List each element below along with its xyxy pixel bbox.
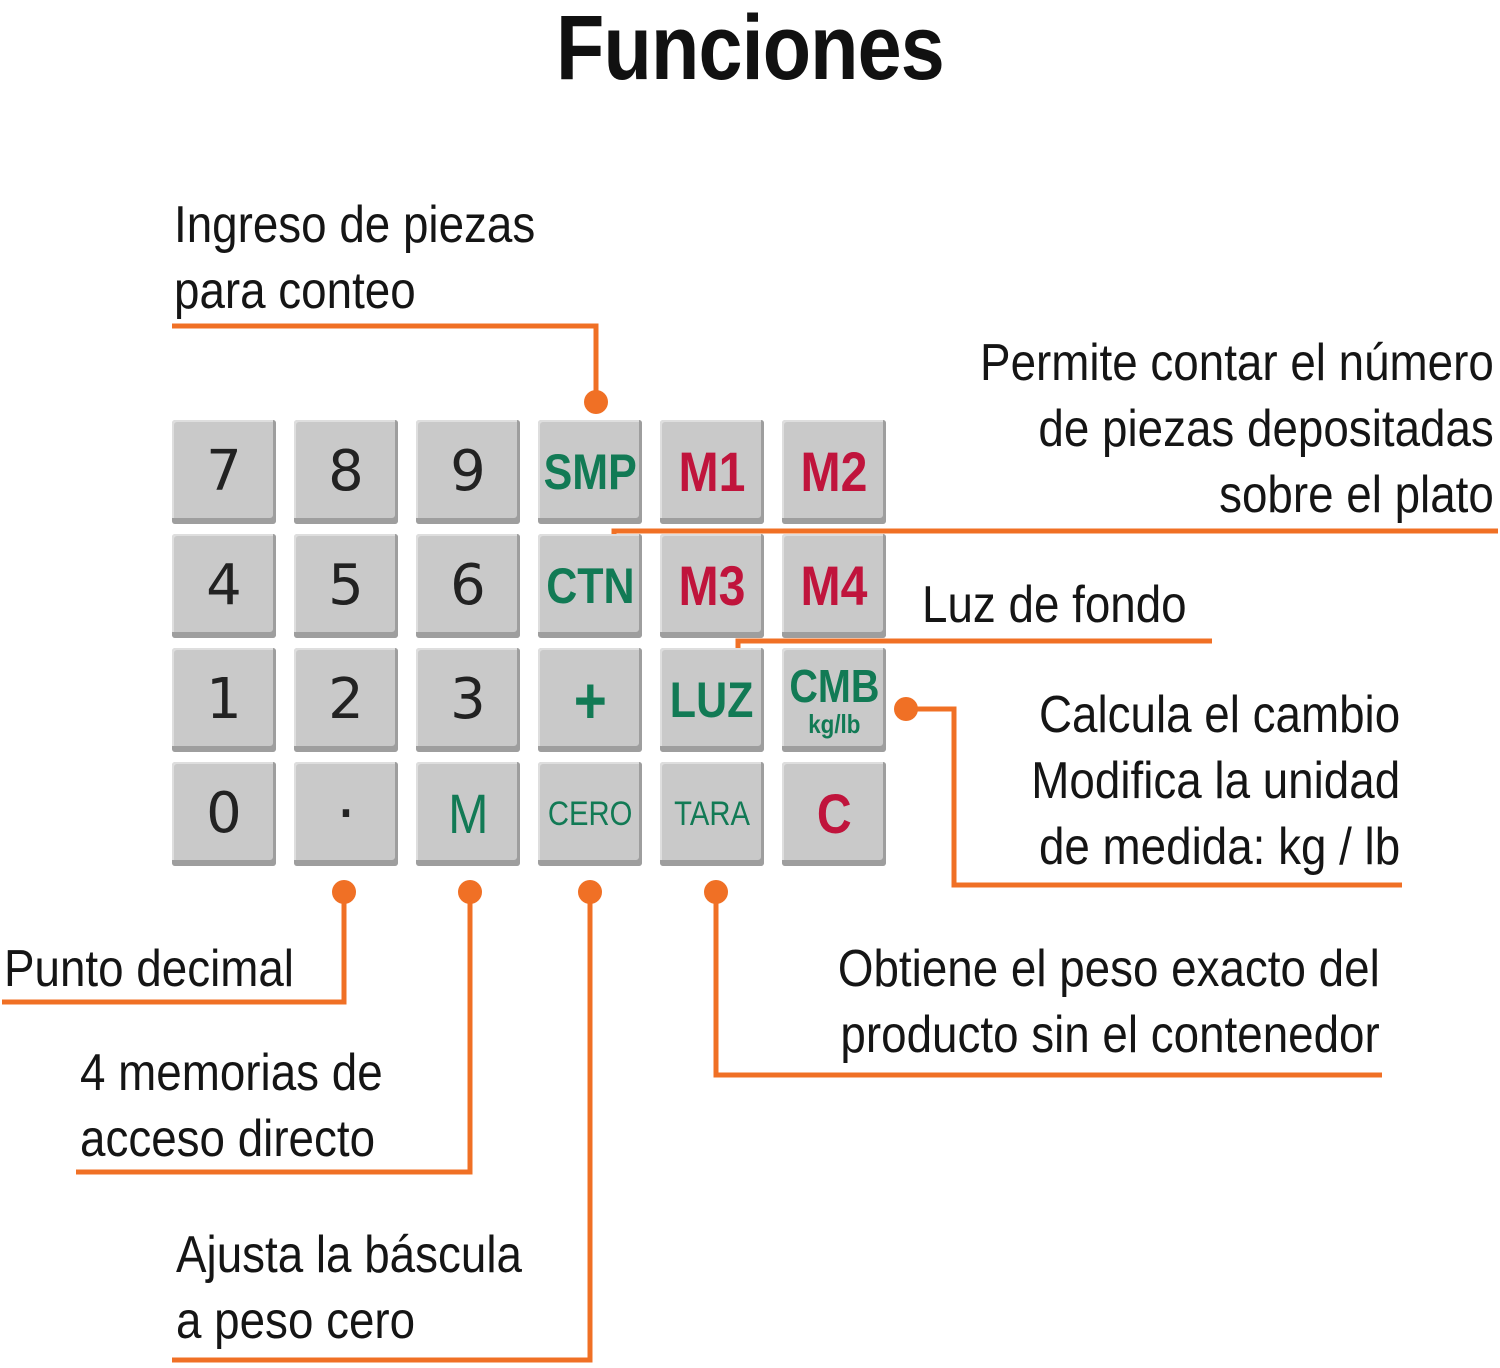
key-label: LUZ <box>670 672 754 728</box>
callout-cambio: Calcula el cambio Modifica la unidad de … <box>1031 682 1400 880</box>
callout-punto: Punto decimal <box>4 936 294 1002</box>
callout-line: acceso directo <box>80 1110 376 1168</box>
callout-line: Obtiene el peso exacto del <box>838 940 1380 998</box>
callout-line: de medida: kg / lb <box>1038 818 1400 876</box>
wire-cero <box>172 892 593 1363</box>
callout-line: Permite contar el número <box>980 334 1494 392</box>
key-label: SMP <box>543 444 637 500</box>
key-12[interactable]: 1 <box>172 648 276 752</box>
key-label: 4 <box>206 553 242 618</box>
callout-line: 4 memorias de <box>80 1044 383 1102</box>
callout-line: Calcula el cambio <box>1038 686 1400 744</box>
key-label: 8 <box>328 439 364 504</box>
key-label: M4 <box>800 554 868 617</box>
key-4[interactable]: M1 <box>660 420 764 524</box>
key-label: TARA <box>674 795 750 833</box>
key-label: CMB <box>788 660 880 712</box>
key-14[interactable]: 3 <box>416 648 520 752</box>
callout-dot <box>704 880 728 904</box>
key-label: 9 <box>450 439 486 504</box>
key-5[interactable]: M2 <box>782 420 886 524</box>
callout-line: Ingreso de piezas <box>174 196 536 254</box>
key-19[interactable]: · <box>294 762 398 866</box>
page-title: Funciones <box>556 0 945 99</box>
callout-line: Luz de fondo <box>922 576 1187 634</box>
callout-dot <box>894 697 918 721</box>
key-label: M <box>447 782 489 845</box>
key-23[interactable]: C <box>782 762 886 866</box>
key-8[interactable]: 6 <box>416 534 520 638</box>
callout-contar: Permite contar el número de piezas depos… <box>980 330 1494 528</box>
callout-dot <box>458 880 482 904</box>
callout-line: para conteo <box>174 262 416 320</box>
callout-dot <box>578 880 602 904</box>
callout-line: Punto decimal <box>4 940 294 998</box>
key-sublabel: kg/lb <box>807 709 861 739</box>
callout-line: a peso cero <box>176 1292 416 1350</box>
wire-ingreso <box>172 323 599 402</box>
key-label: 7 <box>206 439 242 504</box>
key-label: 2 <box>328 667 364 732</box>
key-label: C <box>816 782 852 845</box>
callout-line: de piezas depositadas <box>1038 400 1494 458</box>
wire-tara <box>713 892 1382 1078</box>
key-label: CTN <box>545 558 635 614</box>
key-20[interactable]: M <box>416 762 520 866</box>
key-label: · <box>336 777 356 850</box>
key-label: 1 <box>206 667 242 732</box>
key-label: M2 <box>800 440 868 503</box>
callout-memorias: 4 memorias de acceso directo <box>80 1040 383 1172</box>
key-11[interactable]: M4 <box>782 534 886 638</box>
key-15[interactable]: + <box>538 648 642 752</box>
key-label: 6 <box>450 553 486 618</box>
key-0[interactable]: 7 <box>172 420 276 524</box>
key-13[interactable]: 2 <box>294 648 398 752</box>
callout-cero: Ajusta la báscula a peso cero <box>176 1222 522 1354</box>
callout-line: Modifica la unidad <box>1031 752 1400 810</box>
key-7[interactable]: 5 <box>294 534 398 638</box>
callout-line: Ajusta la báscula <box>176 1226 522 1284</box>
key-6[interactable]: 4 <box>172 534 276 638</box>
key-label: 0 <box>206 781 242 846</box>
callout-tara: Obtiene el peso exacto del producto sin … <box>838 936 1380 1068</box>
key-label: M1 <box>678 440 746 503</box>
key-21[interactable]: CERO <box>538 762 642 866</box>
key-label: M3 <box>678 554 746 617</box>
key-3[interactable]: SMP <box>538 420 642 524</box>
key-18[interactable]: 0 <box>172 762 276 866</box>
key-9[interactable]: CTN <box>538 534 642 638</box>
key-label: 5 <box>328 553 364 618</box>
key-22[interactable]: TARA <box>660 762 764 866</box>
callout-dot <box>584 390 608 414</box>
wire-punto <box>2 892 347 1005</box>
key-label: + <box>573 663 607 737</box>
callout-ingreso: Ingreso de piezas para conteo <box>174 192 535 324</box>
key-1[interactable]: 8 <box>294 420 398 524</box>
key-2[interactable]: 9 <box>416 420 520 524</box>
key-label: CERO <box>547 795 633 833</box>
wire-memorias <box>76 892 473 1175</box>
key-10[interactable]: M3 <box>660 534 764 638</box>
callout-luz: Luz de fondo <box>922 572 1187 638</box>
callout-dot <box>332 880 356 904</box>
key-label: 3 <box>450 667 486 732</box>
wire-cambio <box>906 706 1402 888</box>
callout-line: producto sin el contenedor <box>840 1006 1380 1064</box>
callout-line: sobre el plato <box>1219 466 1494 524</box>
key-16[interactable]: LUZ <box>660 648 764 752</box>
